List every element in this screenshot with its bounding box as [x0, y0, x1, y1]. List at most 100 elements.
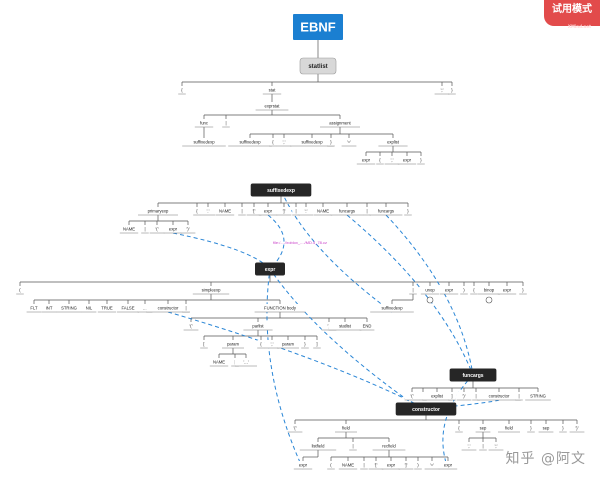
node-s-stat[interactable]: stat	[262, 86, 282, 95]
node-el-expr2[interactable]: expr	[397, 156, 417, 165]
node-fd-listfield[interactable]: listfield	[299, 442, 337, 451]
node-p-lp[interactable]: '('	[149, 225, 165, 234]
node-a-explist[interactable]: explist	[378, 138, 408, 147]
node-pl-comma[interactable]: ','	[264, 340, 280, 349]
node-x-name2[interactable]: NAME	[313, 207, 333, 216]
node-pl-rb2[interactable]: ]	[313, 340, 321, 349]
node-m-flt[interactable]: FLT	[26, 304, 42, 313]
node-x-rbr[interactable]: ']'	[276, 207, 292, 216]
node-s-rb[interactable]: }	[448, 86, 456, 95]
expand-marker-icon[interactable]	[485, 296, 493, 304]
node-c-sep2[interactable]: sep	[538, 424, 554, 433]
node-a-lb[interactable]: {	[269, 138, 277, 147]
node-c-sep[interactable]: sep	[475, 424, 491, 433]
node-x-lb[interactable]: {	[193, 207, 201, 216]
node-fd-bar[interactable]: |	[349, 442, 357, 451]
node-rf-eq[interactable]: '='	[424, 461, 440, 470]
node-sp-comma[interactable]: ','	[461, 442, 477, 451]
node-x-bar1[interactable]: |	[238, 207, 246, 216]
expand-marker-icon[interactable]	[426, 296, 434, 304]
node-exprstat[interactable]: exprstat	[255, 102, 289, 111]
node-pr-name[interactable]: NAME	[209, 358, 229, 367]
node-e-assign[interactable]: assignment	[320, 119, 360, 128]
node-el-lb[interactable]: {	[376, 156, 384, 165]
node-x-funcargs2[interactable]: funcargs	[369, 207, 403, 216]
node-rf-rp[interactable]: )	[414, 461, 422, 470]
node-b-lp[interactable]: '('	[183, 322, 199, 331]
node-p-rp[interactable]: ')'	[180, 225, 196, 234]
node-sp-bar[interactable]: |	[479, 442, 487, 451]
node-lf-expr[interactable]: expr	[293, 461, 313, 470]
node-el-comma[interactable]: ','	[384, 156, 400, 165]
node-sp-semi[interactable]: ';'	[488, 442, 504, 451]
node-b-end[interactable]: END	[359, 322, 375, 331]
node-c-lb[interactable]: '{'	[287, 424, 303, 433]
node-rf-bar[interactable]: |	[360, 461, 368, 470]
node-s-lb[interactable]: {	[178, 86, 186, 95]
node-f-sfx[interactable]: suffixedexp	[182, 138, 226, 147]
node-x-primary[interactable]: primaryexp	[138, 207, 178, 216]
node-rf-name[interactable]: NAME	[338, 461, 358, 470]
node-a-eq[interactable]: '='	[341, 138, 357, 147]
node-c-rb2[interactable]: }	[559, 424, 567, 433]
node-rf-lp[interactable]: (	[327, 461, 335, 470]
node-r-expr2[interactable]: expr	[497, 286, 517, 295]
node-pl-rb[interactable]: }	[301, 340, 309, 349]
node-p-expr[interactable]: expr	[163, 225, 183, 234]
node-constructor[interactable]: constructor	[395, 402, 457, 416]
node-rf-rbr[interactable]: ']'	[398, 461, 414, 470]
node-funcargs[interactable]: funcargs	[449, 368, 497, 382]
node-r-unop[interactable]: unop	[420, 286, 440, 295]
node-fa-ctor[interactable]: constructor	[477, 392, 521, 401]
node-fa-lp[interactable]: '('	[404, 392, 420, 401]
node-c-field[interactable]: field	[335, 424, 357, 433]
node-fa-explist[interactable]: explist	[422, 392, 452, 401]
node-expr[interactable]: expr	[255, 262, 285, 276]
node-rf-expr2[interactable]: expr	[438, 461, 458, 470]
hyperlink-label[interactable]: file:/....//roblox_..../MD.5_78.cz	[273, 240, 327, 245]
node-fa-rp[interactable]: ')'	[456, 392, 472, 401]
node-m-fbody[interactable]: FUNCTION body	[254, 304, 306, 313]
node-el-expr1[interactable]: expr	[356, 156, 376, 165]
node-fa-bar2[interactable]: |	[515, 392, 523, 401]
node-pl-param2[interactable]: param	[277, 340, 299, 349]
node-b-statlist[interactable]: statlist	[328, 322, 362, 331]
node-p-bar[interactable]: |	[141, 225, 149, 234]
node-r-lp[interactable]: (	[16, 286, 24, 295]
node-fa-rb[interactable]: ]	[448, 392, 456, 401]
node-r-simple[interactable]: simpleexp	[192, 286, 230, 295]
trial-mode-badge[interactable]: 试用模式 XMind.net	[544, 0, 600, 29]
node-b-parlist[interactable]: parlist	[243, 322, 273, 331]
node-m-nil[interactable]: NIL	[81, 304, 97, 313]
node-statlist[interactable]: statlist	[299, 57, 337, 75]
node-fd-recfield[interactable]: recfield	[372, 442, 406, 451]
node-fa-string[interactable]: STRING	[525, 392, 551, 401]
node-x-funcargs[interactable]: funcargs	[330, 207, 364, 216]
node-rf-expr[interactable]: expr	[381, 461, 401, 470]
node-c-field2[interactable]: field	[498, 424, 520, 433]
node-el-rb[interactable]: }	[417, 156, 425, 165]
node-m-false[interactable]: FALSE	[117, 304, 139, 313]
node-m-bar[interactable]: |	[182, 304, 190, 313]
node-x-name[interactable]: NAME	[215, 207, 235, 216]
node-x-expr[interactable]: expr	[258, 207, 278, 216]
node-pr-dots[interactable]: '...'	[235, 358, 257, 367]
node-r-expr[interactable]: expr	[439, 286, 459, 295]
node-m-true[interactable]: TRUE	[97, 304, 117, 313]
node-x-bar2[interactable]: |	[292, 207, 300, 216]
node-m-string[interactable]: STRING	[56, 304, 82, 313]
node-r-bar[interactable]: |	[409, 286, 417, 295]
node-c-rbq[interactable]: '}'	[569, 424, 585, 433]
node-rf-lbr[interactable]: '['	[368, 461, 384, 470]
node-pl-lb[interactable]: [	[200, 340, 208, 349]
node-a-sfx1[interactable]: suffixedexp	[228, 138, 272, 147]
node-x-bar3[interactable]: |	[363, 207, 371, 216]
node-r-lb[interactable]: {	[470, 286, 478, 295]
node-a-sfx2[interactable]: suffixedexp	[290, 138, 334, 147]
node-p-name[interactable]: NAME	[119, 225, 139, 234]
node-r-sfx[interactable]: suffixedexp	[370, 304, 414, 313]
node-a-rb[interactable]: }	[327, 138, 335, 147]
node-suffixedexp[interactable]: suffixedexp	[250, 183, 312, 197]
node-c-rb[interactable]: }	[527, 424, 535, 433]
node-a-comma[interactable]: ','	[276, 138, 292, 147]
